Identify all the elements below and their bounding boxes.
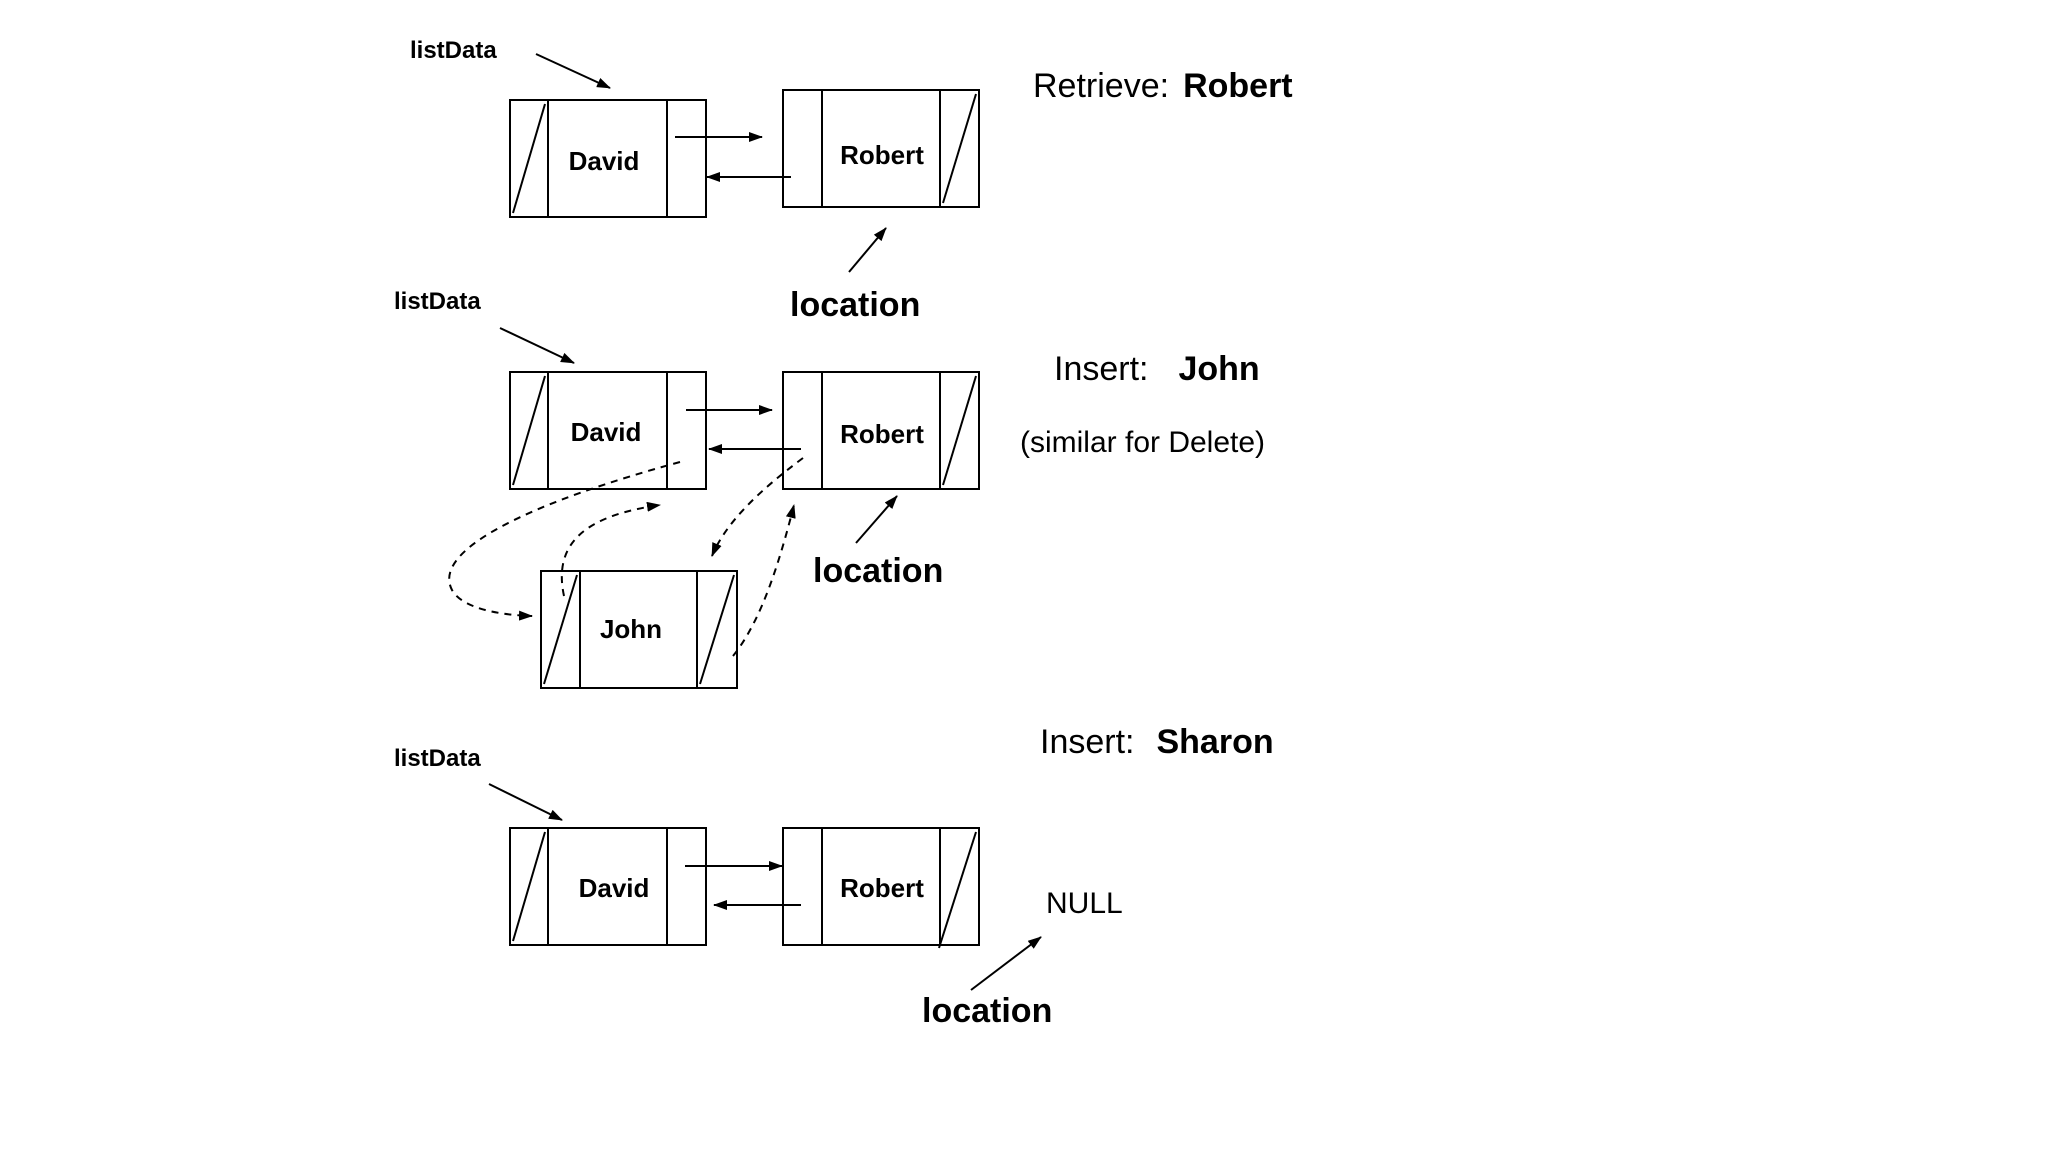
node-david: David [509,99,707,218]
null-back-pointer-slash [512,831,546,942]
location-arrow [848,227,887,273]
operation-title: Retrieve: Robert [1033,67,1293,105]
null-label: NULL [1046,887,1123,920]
operation-label: Insert: [1054,350,1148,388]
operation-value: John [1178,350,1259,388]
node-robert: Robert [782,89,980,208]
null-next-pointer-slash [942,93,977,204]
scenario-insert-sharon: listData David Robert NULL location Inse… [394,723,1274,1030]
listdata-arrow [488,783,563,821]
node-label: Robert [840,140,924,170]
listdata-pointer-label: listData [394,745,481,772]
location-label: location [790,286,920,324]
listdata-arrow [499,327,575,364]
john-to-robert-link [732,504,796,657]
node-robert: Robert [782,371,980,490]
node-david: David [509,827,707,946]
node-john: John [540,570,738,689]
robert-to-john-link [711,457,804,557]
node-label: David [579,873,650,903]
scenario-insert-john: listData David Robert John [394,288,1265,689]
location-arrow [855,495,898,544]
operation-note: (similar for Delete) [1020,426,1265,459]
node-label: Robert [840,419,924,449]
listdata-arrow [535,53,611,89]
node-robert: Robert [782,827,980,949]
operation-label: Insert: [1040,723,1134,761]
null-back-pointer-slash [512,103,546,214]
operation-value: Robert [1183,67,1293,105]
node-label: Robert [840,873,924,903]
operation-title: Insert: Sharon [1040,723,1274,761]
location-label: location [922,992,1052,1030]
null-next-pointer-slash [938,831,977,949]
scenario-retrieve: listData David Robert location Retrieve:… [410,37,1293,324]
operation-label: Retrieve: [1033,67,1169,105]
location-label: location [813,552,943,590]
node-label: John [600,614,662,644]
null-next-pointer-slash [942,375,977,486]
listdata-pointer-label: listData [410,37,497,64]
listdata-pointer-label: listData [394,288,481,315]
operation-title: Insert: John [1054,350,1260,388]
location-arrow [970,936,1042,991]
node-david: David [509,371,707,490]
node-label: David [571,417,642,447]
node-label: David [569,146,640,176]
null-back-pointer-slash [512,375,546,486]
john-to-david-link [560,501,661,597]
operation-value: Sharon [1156,723,1273,761]
